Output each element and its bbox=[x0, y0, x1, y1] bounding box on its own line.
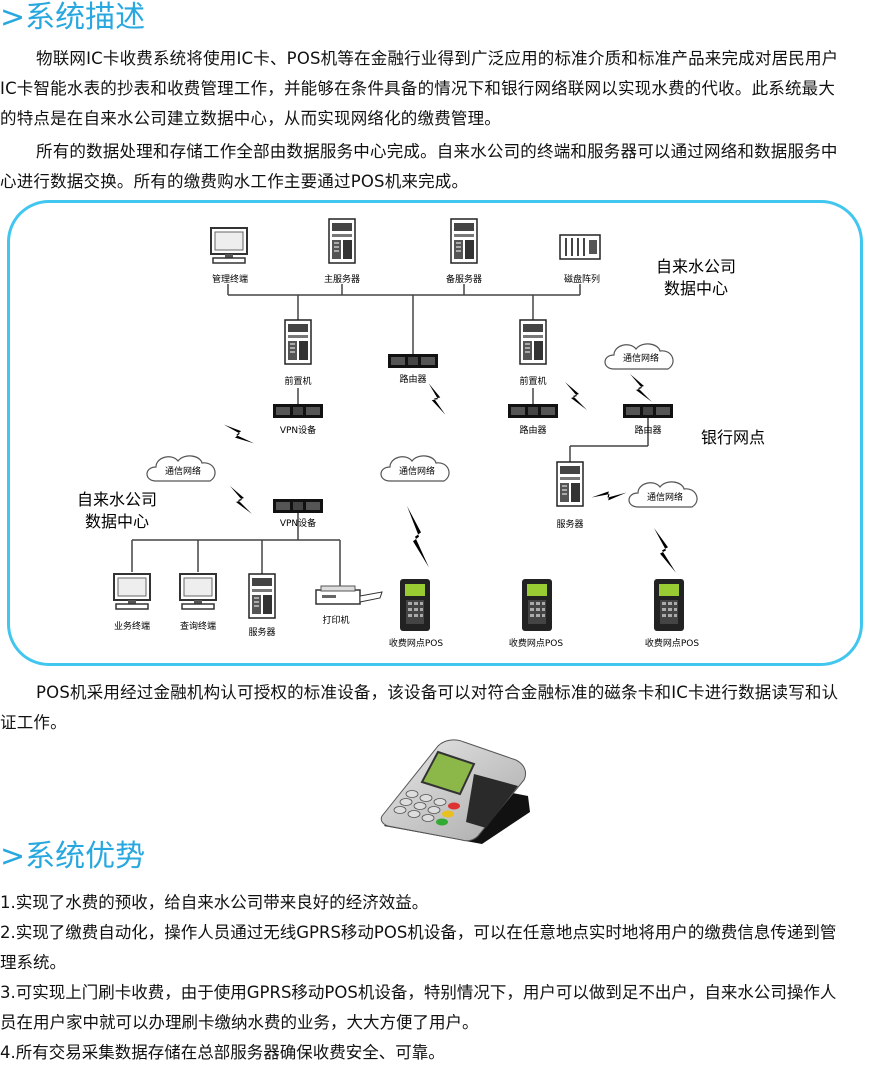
label-cloud-mid: 通信网络 bbox=[399, 465, 435, 477]
label-vpn-2: VPN设备 bbox=[280, 517, 316, 529]
section-title-advantages: >系统优势 bbox=[0, 839, 146, 874]
para2-line-2: 心进行数据交换。所有的缴费购水工作主要通过POS机来完成。 bbox=[0, 172, 469, 191]
para1-line-1: 物联网IC卡收费系统将使用IC卡、POS机等在金融行业得到广泛应用的标准介质和标… bbox=[36, 49, 839, 68]
list-item: 2.实现了缴费自动化，操作人员通过无线GPRS移动POS机设备，可以在任意地点实… bbox=[0, 918, 884, 978]
label-cloud-left: 通信网络 bbox=[165, 465, 201, 477]
label-pos-2: 收费网点POS bbox=[509, 637, 564, 649]
label-disk-array: 磁盘阵列 bbox=[564, 273, 600, 285]
label-cloud-right: 通信网络 bbox=[647, 491, 683, 503]
item-4-line-1: 4.所有交易采集数据存储在总部服务器确保收费安全、可靠。 bbox=[0, 1043, 445, 1062]
label-router-mid: 路由器 bbox=[399, 373, 426, 385]
label-front-1: 前置机 bbox=[284, 375, 311, 387]
item-2-line-2: 理系统。 bbox=[0, 953, 66, 972]
advantages-list: 1.实现了水费的预收，给自来水公司带来良好的经济效益。 2.实现了缴费自动化，操… bbox=[0, 888, 884, 1068]
pos-device-image bbox=[380, 739, 530, 844]
label-dc-top-2: 数据中心 bbox=[664, 279, 728, 298]
diagram-frame bbox=[7, 200, 863, 666]
list-item: 1.实现了水费的预收，给自来水公司带来良好的经济效益。 bbox=[0, 888, 884, 918]
label-bank-branch: 银行网点 bbox=[701, 428, 765, 447]
item-3-line-1: 3.可实现上门刷卡收费，由于使用GPRS移动POS机设备，特别情况下，用户可以做… bbox=[0, 983, 837, 1002]
list-item: 3.可实现上门刷卡收费，由于使用GPRS移动POS机设备，特别情况下，用户可以做… bbox=[0, 978, 884, 1038]
item-3-line-2: 员在用户家中就可以办理刷卡缴纳水费的业务，大大方便了用户。 bbox=[0, 1013, 479, 1032]
para2-line-1: 所有的数据处理和存储工作全部由数据服务中心完成。自来水公司的终端和服务器可以通过… bbox=[36, 142, 838, 161]
label-cloud-bank: 通信网络 bbox=[623, 352, 659, 364]
label-main-server: 主服务器 bbox=[324, 273, 360, 285]
label-dc-left-1: 自来水公司 bbox=[77, 490, 157, 509]
network-diagram: 管理终端 主服务器 备服务器 磁盘阵列 自来水公司 数据中心 前置机 路由器 前… bbox=[77, 218, 765, 649]
label-pos-1: 收费网点POS bbox=[389, 637, 444, 649]
pos-line-1: POS机采用经过金融机构认可授权的标准设备，该设备可以对符合金融标准的磁条卡和I… bbox=[36, 683, 839, 702]
para1-line-2: IC卡智能水表的抄表和收费管理工作，并能够在条件具备的情况下和银行网络联网以实现… bbox=[0, 79, 836, 98]
label-business-terminal: 业务终端 bbox=[114, 620, 150, 632]
label-dc-top-1: 自来水公司 bbox=[656, 257, 736, 276]
label-management-terminal: 管理终端 bbox=[212, 273, 248, 285]
label-backup-server: 备服务器 bbox=[446, 273, 482, 285]
label-bottom-server: 服务器 bbox=[248, 626, 275, 638]
label-pos-3: 收费网点POS bbox=[645, 637, 700, 649]
label-router-bank-1: 路由器 bbox=[519, 424, 546, 436]
description-paragraph-1: 物联网IC卡收费系统将使用IC卡、POS机等在金融行业得到广泛应用的标准介质和标… bbox=[0, 44, 884, 134]
label-bank-server: 服务器 bbox=[556, 518, 583, 530]
pos-paragraph: POS机采用经过金融机构认可授权的标准设备，该设备可以对符合金融标准的磁条卡和I… bbox=[0, 678, 884, 738]
label-vpn-1: VPN设备 bbox=[280, 424, 316, 436]
label-printer: 打印机 bbox=[322, 614, 349, 626]
description-paragraph-2: 所有的数据处理和存储工作全部由数据服务中心完成。自来水公司的终端和服务器可以通过… bbox=[0, 137, 884, 197]
label-query-terminal: 查询终端 bbox=[180, 620, 216, 632]
label-router-bank-2: 路由器 bbox=[634, 424, 661, 436]
pos-line-2: 证工作。 bbox=[0, 713, 67, 732]
item-1-line-1: 1.实现了水费的预收，给自来水公司带来良好的经济效益。 bbox=[0, 893, 429, 912]
section-title-description: >系统描述 bbox=[0, 0, 146, 35]
label-dc-left-2: 数据中心 bbox=[85, 512, 149, 531]
list-item: 4.所有交易采集数据存储在总部服务器确保收费安全、可靠。 bbox=[0, 1038, 884, 1068]
para1-line-3: 的特点是在自来水公司建立数据中心，从而实现网络化的缴费管理。 bbox=[0, 109, 501, 128]
label-front-2: 前置机 bbox=[519, 375, 546, 387]
item-2-line-1: 2.实现了缴费自动化，操作人员通过无线GPRS移动POS机设备，可以在任意地点实… bbox=[0, 923, 837, 942]
